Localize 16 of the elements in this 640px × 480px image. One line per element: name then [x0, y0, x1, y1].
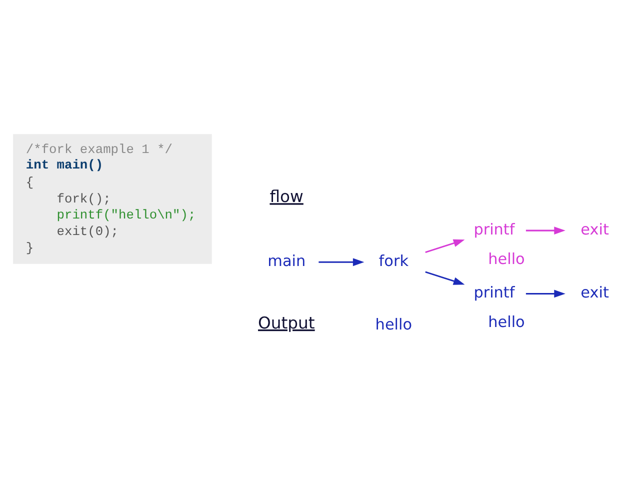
node-label: hello: [488, 249, 525, 268]
node-text: fork: [378, 252, 409, 270]
node-text: exit: [580, 283, 609, 302]
node-text: printf: [474, 283, 515, 302]
label: hello: [375, 314, 412, 333]
arrow: [425, 238, 465, 253]
arrow: [318, 258, 364, 266]
node-label: hello: [488, 312, 525, 330]
arrow: [526, 289, 566, 298]
label: Output: [258, 312, 315, 332]
arrow: [526, 226, 566, 234]
node-text: exit: [580, 220, 609, 238]
label: flow: [270, 186, 304, 206]
node-text: main: [268, 252, 306, 270]
arrow: [425, 270, 465, 284]
node-text: printf: [474, 220, 515, 238]
